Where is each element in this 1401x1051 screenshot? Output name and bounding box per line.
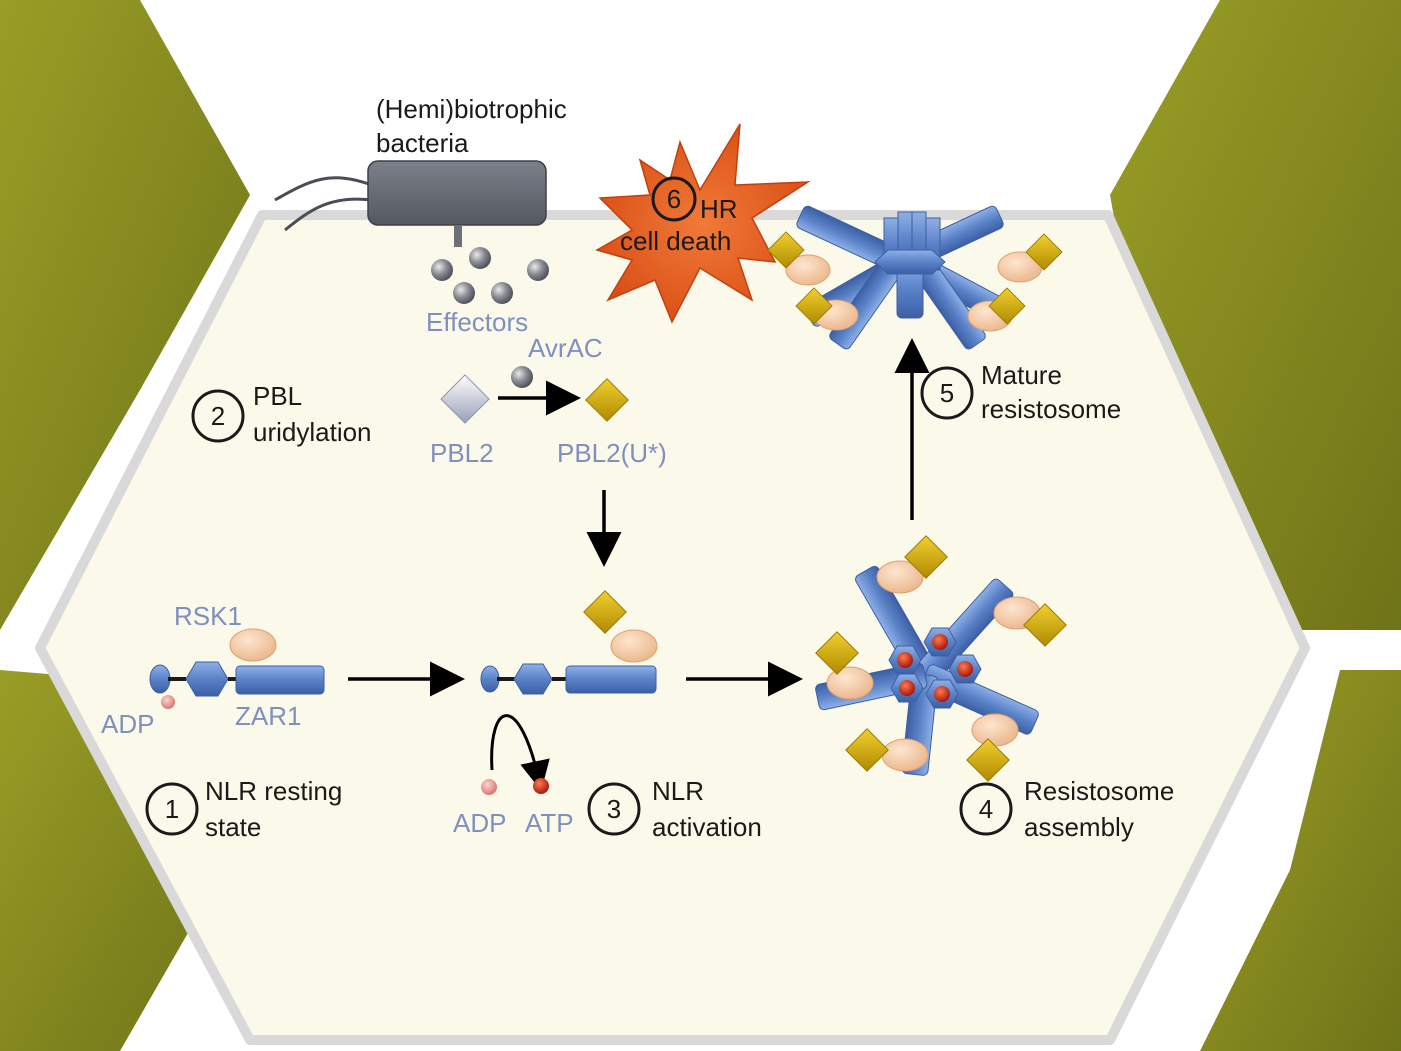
effectors-label: Effectors bbox=[426, 307, 528, 337]
adp-label: ADP bbox=[101, 709, 154, 739]
bacteria-label: (Hemi)biotrophic bbox=[376, 94, 567, 124]
step-4-label: Resistosome bbox=[1024, 776, 1174, 806]
step-5-number: 5 bbox=[940, 378, 954, 408]
rsk1 bbox=[881, 738, 929, 772]
effector bbox=[469, 247, 491, 269]
cell-wall-bottom-left bbox=[0, 670, 230, 1051]
nucleotide-exchange-arrow bbox=[490, 714, 550, 791]
rsk1 bbox=[229, 628, 277, 662]
effector bbox=[431, 259, 453, 281]
rsk1 bbox=[876, 560, 924, 594]
rsk1 bbox=[785, 254, 831, 286]
step-6-circle bbox=[651, 176, 697, 222]
effectors bbox=[431, 247, 549, 304]
step-6-number: 6 bbox=[667, 184, 681, 214]
step-3-circle bbox=[587, 782, 641, 836]
adp-label: ADP bbox=[453, 808, 506, 838]
adp-bound bbox=[161, 695, 175, 709]
atp-hexagons bbox=[888, 627, 982, 709]
zar1-cc-domain bbox=[480, 665, 500, 693]
step-2-circle bbox=[191, 389, 245, 443]
hr-burst bbox=[595, 123, 811, 324]
step-1-number: 1 bbox=[165, 794, 179, 824]
step-2-number: 2 bbox=[211, 401, 225, 431]
mature-resistosome bbox=[767, 205, 1063, 350]
zar1-label: ZAR1 bbox=[235, 701, 301, 731]
zar1-cc-domain bbox=[149, 664, 171, 694]
atp-bound bbox=[533, 778, 549, 794]
step-4-label: assembly bbox=[1024, 812, 1134, 842]
step-5-circle bbox=[920, 366, 974, 420]
step-5-label: resistosome bbox=[981, 394, 1121, 424]
adp-released bbox=[481, 779, 497, 795]
step-1-circle bbox=[145, 782, 199, 836]
rsk1-label: RSK1 bbox=[174, 601, 242, 631]
zar1-linker bbox=[552, 677, 566, 681]
resistosome-assembly bbox=[815, 535, 1067, 782]
step-2-label: PBL bbox=[253, 381, 302, 411]
resistosome-funnel bbox=[874, 211, 946, 275]
bacterium-body bbox=[367, 160, 547, 226]
bacteria-label: bacteria bbox=[376, 128, 469, 158]
avrac-effector bbox=[511, 366, 533, 388]
rsk1 bbox=[971, 713, 1019, 747]
bacterium-flagellum bbox=[284, 197, 373, 232]
zar1-linker bbox=[168, 677, 186, 681]
zar1-activated bbox=[480, 590, 658, 795]
cell-wall-bottom-right bbox=[1200, 670, 1401, 1051]
step-6-label: cell death bbox=[620, 226, 731, 256]
zar1-resting bbox=[149, 628, 325, 709]
step-3-label: activation bbox=[652, 812, 762, 842]
bacterium-flagellum bbox=[274, 176, 373, 202]
step-4-number: 4 bbox=[979, 794, 993, 824]
step-6-label: HR bbox=[700, 194, 738, 224]
rsk1 bbox=[826, 666, 874, 700]
zar1-lrr-domain bbox=[565, 665, 657, 694]
rsk1 bbox=[610, 629, 658, 663]
step-1-label: state bbox=[205, 812, 261, 842]
atp-label: ATP bbox=[525, 808, 574, 838]
effector bbox=[491, 282, 513, 304]
cell-wall-top-left bbox=[0, 0, 250, 630]
pbl2-label: PBL2 bbox=[430, 438, 494, 468]
effector bbox=[453, 282, 475, 304]
step-4-circle bbox=[959, 782, 1013, 836]
secretion-system bbox=[454, 225, 462, 247]
effector bbox=[527, 259, 549, 281]
zar1-linker bbox=[228, 677, 238, 681]
step-2-label: uridylation bbox=[253, 417, 372, 447]
pbl2 bbox=[440, 374, 490, 424]
pbl2u-label: PBL2(U*) bbox=[557, 438, 667, 468]
step-3-number: 3 bbox=[607, 794, 621, 824]
step-5-label: Mature bbox=[981, 360, 1062, 390]
avrac-label: AvrAC bbox=[528, 333, 603, 363]
bacterium bbox=[274, 160, 547, 247]
step-3-label: NLR bbox=[652, 776, 704, 806]
step-1-label: NLR resting bbox=[205, 776, 342, 806]
zar1-lrr-domain bbox=[235, 665, 325, 695]
zar1-linker bbox=[497, 677, 515, 681]
